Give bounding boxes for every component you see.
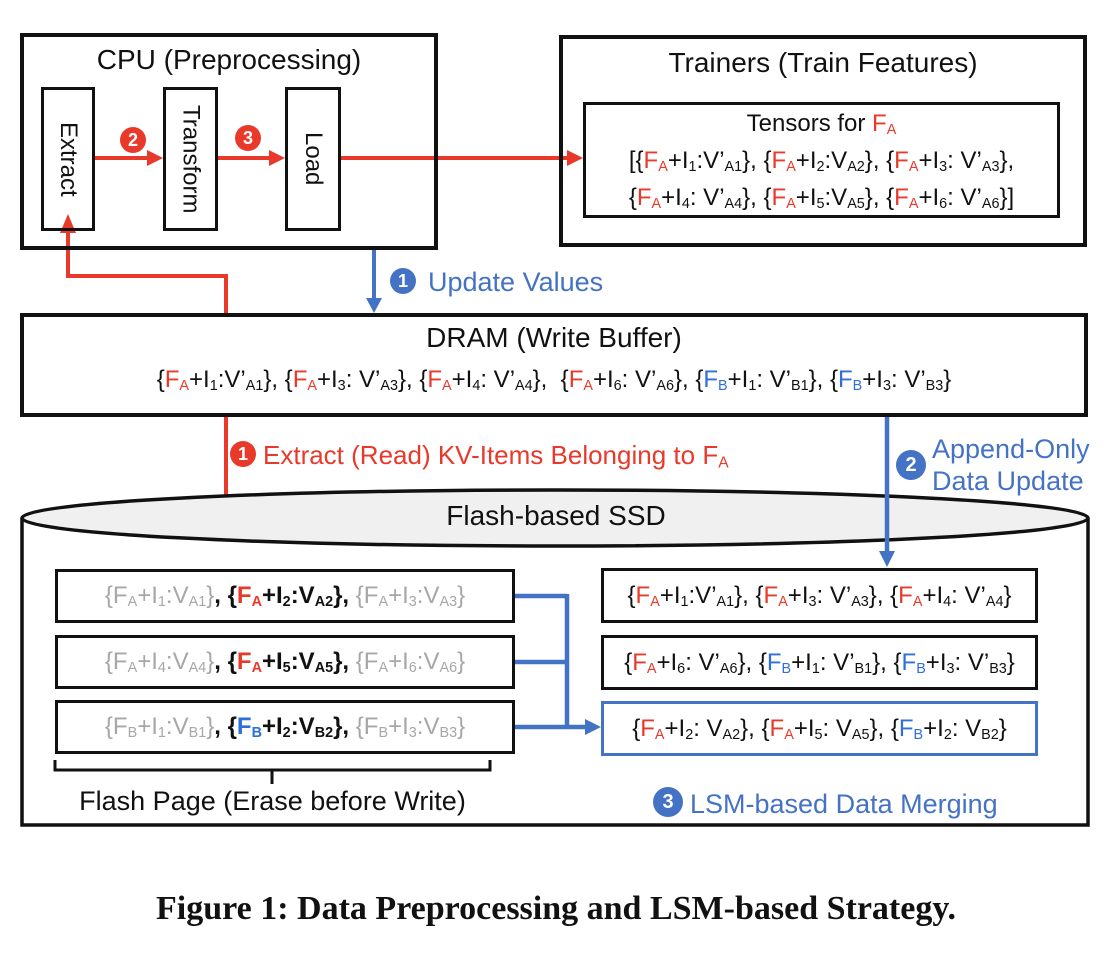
flash-page-row-2: {FA+I4:VA4}, {FA+I5:VA5}, {FA+I6:VA6}	[55, 635, 515, 689]
etl-arrows	[95, 150, 583, 166]
trainers-box	[559, 35, 1087, 247]
appended-row-2-items: {FA+I6: V’A6}, {FB+I1: V’B1}, {FB+I3: V’…	[624, 648, 1015, 677]
ssd-cylinder	[20, 488, 1090, 827]
flash-page-caption: Flash Page (Erase before Write)	[79, 786, 466, 816]
step-badge-etl-2: 2	[120, 127, 146, 153]
dram-title: DRAM (Write Buffer)	[426, 322, 682, 353]
step-badge-append-only: 2	[896, 450, 926, 480]
tensor-content: Tensors for FA [{FA+I1:V’A1}, {FA+I2:VA2…	[586, 104, 1057, 216]
stage-extract: Extract	[41, 87, 95, 231]
tensor-line-2: {FA+I4: V’A4}, {FA+I5:VA5}, {FA+I6: V’A6…	[628, 183, 1015, 212]
cpu-title: CPU (Preprocessing)	[96, 44, 362, 75]
appended-row-1-items: {FA+I1:V’A1}, {FA+I3: V’A3}, {FA+I4: V’A…	[627, 581, 1012, 610]
stage-load: Load	[285, 87, 341, 231]
merged-data-row: {FA+I2: VA2}, {FA+I5: VA5}, {FB+I2: VB2}	[601, 701, 1038, 756]
flash-page-2-items: {FA+I4:VA4}, {FA+I5:VA5}, {FA+I6:VA6}	[104, 648, 466, 677]
dram-items: {FA+I1:V’A1}, {FA+I3: V’A3}, {FA+I4: V’A…	[20, 358, 1088, 402]
flash-page-3-items: {FB+I1:VB1}, {FB+I2:VB2}, {FB+I3:VB3}	[104, 713, 466, 742]
flash-page-row-3: {FB+I1:VB1}, {FB+I2:VB2}, {FB+I3:VB3}	[55, 700, 515, 754]
lsm-merging-label: LSM-based Data Merging	[690, 789, 998, 819]
flash-page-brace	[53, 760, 492, 784]
step-badge-etl-3: 3	[235, 125, 261, 151]
step-badge-update-values: 1	[390, 268, 416, 294]
dram-items-line: {FA+I1:V’A1}, {FA+I3: V’A3}, {FA+I4: V’A…	[156, 366, 952, 395]
flash-page-1-items: {FA+I1:VA1}, {FA+I2:VA2}, {FA+I3:VA3}	[104, 582, 466, 611]
step-badge-extract-read: 1	[230, 441, 256, 467]
tensor-box	[583, 102, 1060, 218]
tensor-line-1: [{FA+I1:V’A1}, {FA+I2:VA2}, {FA+I3: V’A3…	[628, 146, 1015, 175]
append-only-label-line2: Data Update	[932, 466, 1084, 496]
figure-caption: Figure 1: Data Preprocessing and LSM-bas…	[156, 890, 956, 927]
ssd-label: Flash-based SSD	[446, 500, 666, 531]
append-only-label-line1: Append-Only	[932, 434, 1090, 464]
tensor-title: Tensors for FA	[746, 109, 897, 138]
merge-connector-lines	[515, 593, 601, 735]
append-only-arrow	[879, 417, 895, 567]
extract-read-label: Extract (Read) KV-Items Belonging to FA	[263, 440, 729, 472]
appended-data-row-2: {FA+I6: V’A6}, {FB+I1: V’B1}, {FB+I3: V’…	[601, 635, 1038, 690]
merged-row-items: {FA+I2: VA2}, {FA+I5: VA5}, {FB+I2: VB2}	[632, 714, 1007, 743]
appended-data-row-1: {FA+I1:V’A1}, {FA+I3: V’A3}, {FA+I4: V’A…	[601, 568, 1038, 623]
cpu-box	[20, 33, 438, 250]
flash-page-row-1: {FA+I1:VA1}, {FA+I2:VA2}, {FA+I3:VA3}	[55, 569, 515, 623]
stage-transform: Transform	[163, 87, 218, 231]
update-values-arrow	[366, 250, 382, 313]
step-badge-lsm-merging: 3	[653, 787, 683, 817]
dram-box	[20, 313, 1088, 417]
trainers-title: Trainers (Train Features)	[668, 47, 978, 78]
update-values-label: Update Values	[428, 267, 604, 297]
